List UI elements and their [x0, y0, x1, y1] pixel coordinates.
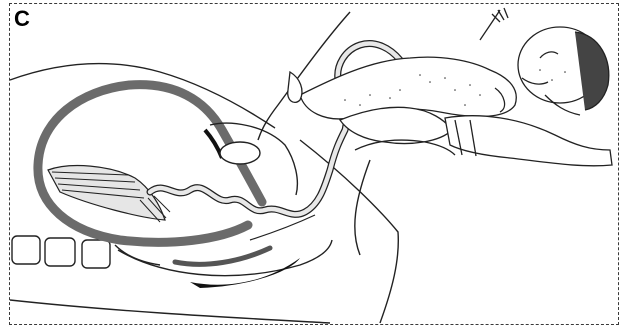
panel-label: C [14, 8, 30, 30]
newborn-baby [288, 8, 609, 119]
attendant-hands [340, 107, 612, 166]
pelvic-structures [118, 215, 332, 288]
